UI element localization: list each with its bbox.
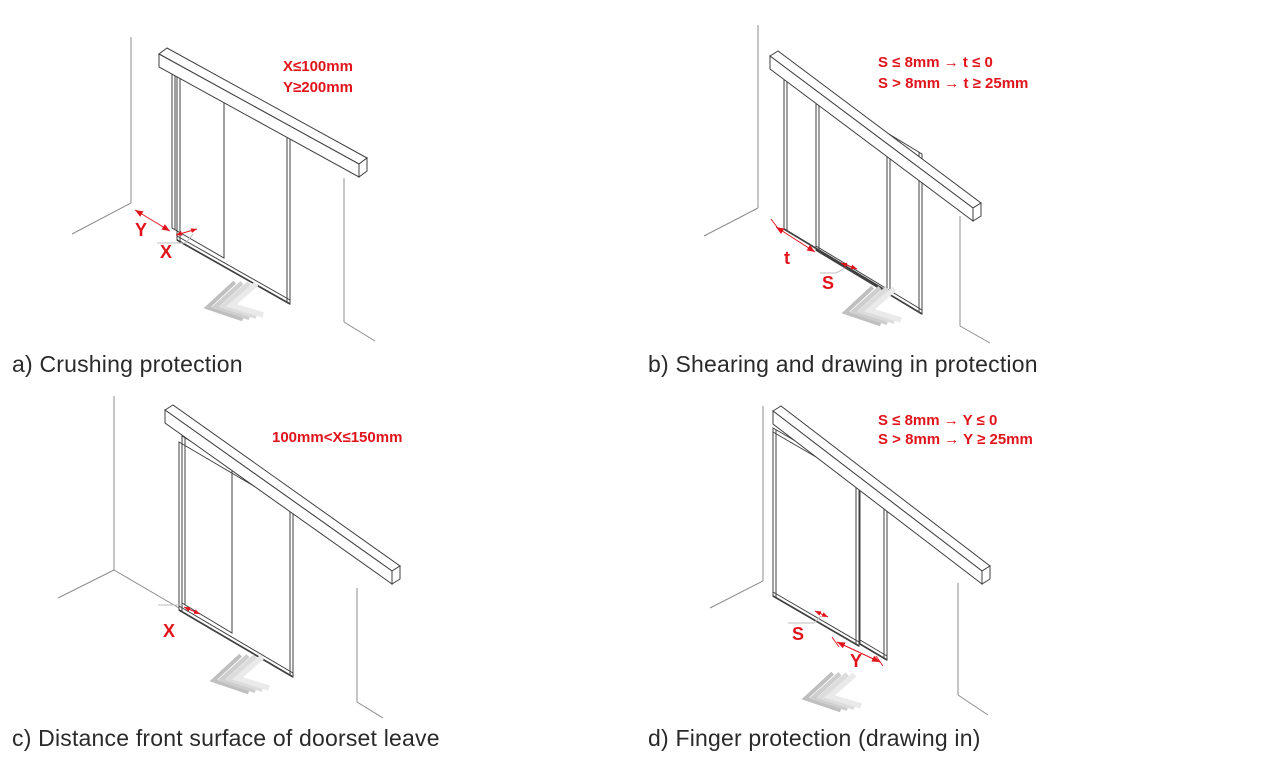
dim-label-s: S	[792, 624, 804, 644]
motion-swoosh-icon	[801, 669, 861, 717]
dimension-y: Y	[831, 636, 884, 671]
dimension-t: t	[770, 218, 816, 268]
panel-caption: c) Distance front surface of doorset lea…	[12, 725, 440, 751]
dimension-x: X	[158, 604, 201, 641]
dim-label-s: S	[822, 273, 834, 293]
panel-caption: a) Crushing protection	[12, 351, 243, 377]
track-beam	[769, 50, 982, 222]
wall-lines	[709, 406, 989, 716]
dim-label-t: t	[784, 248, 790, 268]
annotation-line-1: X≤100mm	[283, 58, 353, 75]
panel-shearing-drawing-in-protection: t S S ≤ 8mm → t ≤ 0 S > 8mm → t ≥ 25mm b…	[640, 0, 1280, 384]
dim-label-y: Y	[850, 651, 862, 671]
diagram-crushing-protection: Y X X≤100mm Y≥200mm	[71, 37, 376, 342]
panel-crushing-protection: Y X X≤100mm Y≥200mm a) Crushing protecti…	[0, 0, 640, 384]
annotation-line-1: S ≤ 8mm → t ≤ 0	[878, 54, 993, 71]
dimension-x: X	[157, 228, 198, 262]
motion-swoosh-icon	[203, 278, 263, 326]
track-beam	[772, 405, 991, 586]
door-leaf-front	[178, 441, 294, 678]
wall-lines	[57, 396, 384, 719]
annotation-line-2: S > 8mm → Y ≥ 25mm	[878, 431, 1033, 448]
dim-label-x: X	[163, 621, 175, 641]
wall-lines	[71, 37, 376, 342]
dimension-s: S	[820, 262, 858, 293]
annotation-line-2: S > 8mm → t ≥ 25mm	[878, 75, 1028, 92]
side-screen-front	[859, 486, 888, 661]
panel-finger-protection: S Y S ≤ 8mm → Y ≤ 0 S > 8mm → Y ≥ 25mm d…	[640, 384, 1280, 768]
panel-caption: b) Shearing and drawing in protection	[648, 351, 1038, 377]
annotation-line-1: S ≤ 8mm → Y ≤ 0	[878, 412, 997, 429]
dimension-s: S	[788, 610, 829, 644]
panel-caption: d) Finger protection (drawing in)	[648, 725, 981, 751]
diagram-finger-protection: S Y S ≤ 8mm → Y ≤ 0 S > 8mm → Y ≥ 25mm	[709, 405, 1033, 768]
diagram-shearing-protection: t S S ≤ 8mm → t ≤ 0 S > 8mm → t ≥ 25mm	[703, 25, 1028, 344]
panel-distance-front-surface: X 100mm<X≤150mm c) Distance front surfac…	[0, 384, 640, 768]
annotation-line-2: Y≥200mm	[283, 79, 353, 96]
motion-swoosh-icon	[209, 651, 269, 699]
track-beam	[158, 47, 368, 178]
motion-swoosh-icon	[841, 283, 901, 331]
annotation-line-1: 100mm<X≤150mm	[272, 429, 402, 446]
track-beam	[164, 404, 401, 585]
dimension-y: Y	[134, 209, 171, 240]
wall-lines	[703, 25, 991, 344]
dim-label-y: Y	[135, 220, 147, 240]
dim-label-x: X	[160, 242, 172, 262]
diagram-distance-front-surface: X 100mm<X≤150mm	[57, 396, 402, 719]
